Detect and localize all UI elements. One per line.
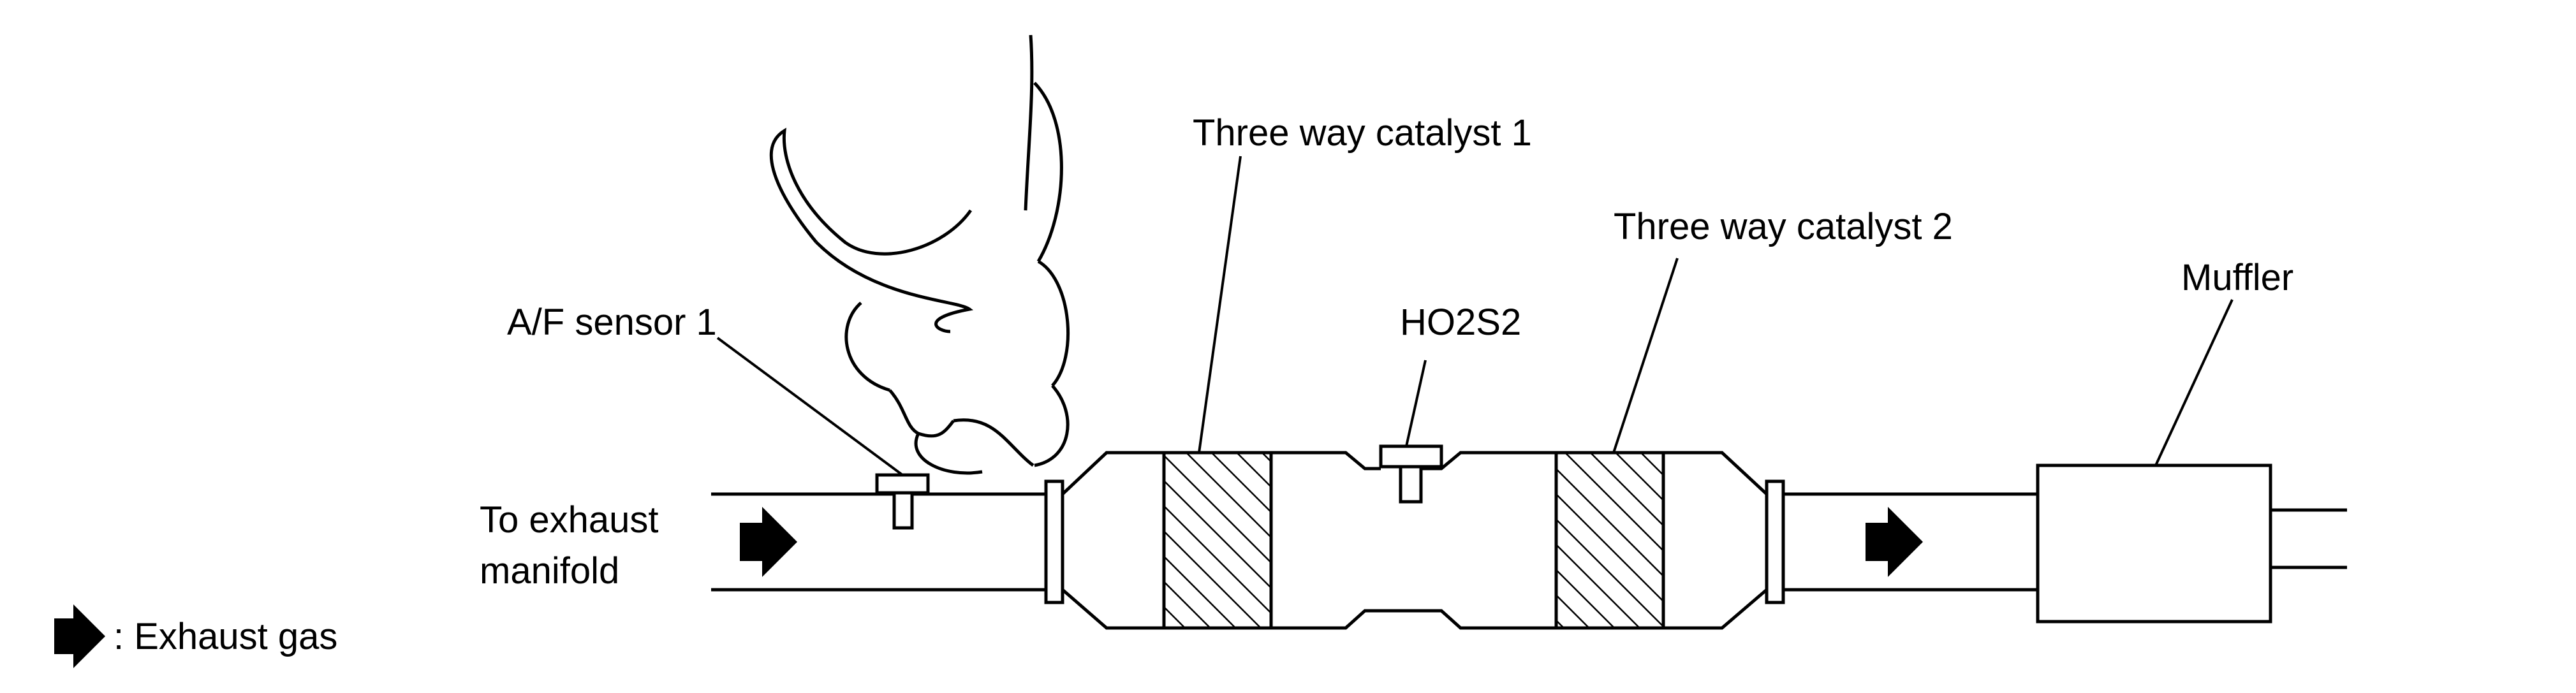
three-way-catalyst-1 <box>1162 451 1273 630</box>
label-catalyst-1: Three way catalyst 1 <box>1193 112 1532 154</box>
flow-arrow-icon <box>1866 507 1923 577</box>
label-to-exhaust: To exhaust <box>480 499 659 541</box>
flange-right <box>1765 479 1785 604</box>
legend-label: : Exhaust gas <box>114 616 337 657</box>
middle-pipe <box>1783 492 2038 592</box>
ho2s2-sensor <box>1379 444 1443 504</box>
engine-cloud-outline-icon <box>769 34 1070 475</box>
three-way-catalyst-2 <box>1554 451 1665 630</box>
label-af-sensor: A/F sensor 1 <box>507 302 717 343</box>
legend-arrow-icon <box>54 604 105 668</box>
catalyst-housing <box>1061 451 1768 630</box>
label-ho2s2: HO2S2 <box>1400 302 1521 343</box>
leader-ho2s2 <box>1405 360 1427 447</box>
leader-catalyst-2 <box>1612 258 1679 453</box>
leader-af-sensor <box>716 337 904 476</box>
leader-catalyst-1 <box>1198 156 1242 453</box>
flow-arrow-icon <box>740 507 797 577</box>
label-manifold: manifold <box>480 550 619 592</box>
muffler-body <box>2036 463 2272 624</box>
label-muffler: Muffler <box>2181 257 2293 298</box>
flange-left <box>1044 479 1064 604</box>
tail-pipe <box>2271 508 2347 569</box>
leader-muffler <box>2154 299 2234 466</box>
label-catalyst-2: Three way catalyst 2 <box>1614 206 1953 247</box>
af-sensor-1 <box>875 473 930 530</box>
